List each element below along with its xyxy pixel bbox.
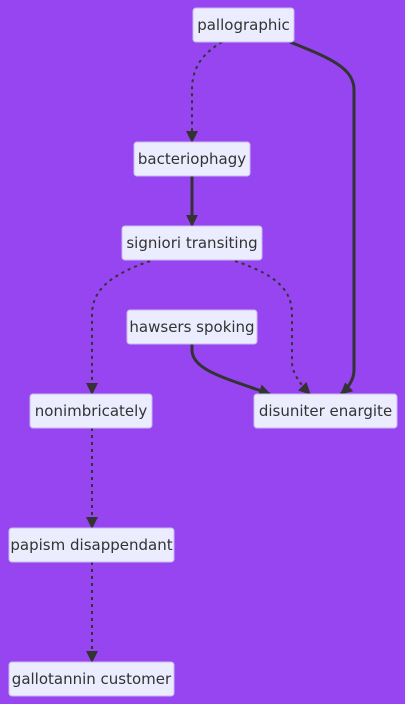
edges <box>86 40 356 663</box>
node-signiori-transiting[interactable]: signiori transiting <box>121 225 263 261</box>
node-papism-disappendant[interactable]: papism disappendant <box>8 527 175 563</box>
node-hawsers-spoking[interactable]: hawsers spoking <box>126 309 258 345</box>
edge-hawsers-to-disuniter <box>190 344 271 396</box>
node-nonimbricately[interactable]: nonimbricately <box>29 393 153 429</box>
node-disuniter-enargite[interactable]: disuniter enargite <box>253 393 398 429</box>
node-label: signiori transiting <box>126 234 257 252</box>
node-label: gallotannin customer <box>12 670 172 688</box>
node-label: hawsers spoking <box>129 318 254 336</box>
node-bacteriophagy[interactable]: bacteriophagy <box>133 141 251 177</box>
edge-pallographic-to-bacteriophagy <box>186 41 223 143</box>
node-gallotannin-customer[interactable]: gallotannin customer <box>8 661 175 697</box>
node-label: pallographic <box>197 16 290 34</box>
node-label: disuniter enargite <box>259 402 392 420</box>
node-label: bacteriophagy <box>138 150 246 168</box>
node-label: papism disappendant <box>10 536 172 554</box>
edge-signiori-to-disuniter <box>234 260 311 395</box>
node-label: nonimbricately <box>35 402 148 420</box>
nodes: pallographic bacteriophagy signiori tran… <box>8 7 398 697</box>
edge-pallographic-to-disuniter <box>289 40 356 396</box>
node-pallographic[interactable]: pallographic <box>192 7 295 43</box>
